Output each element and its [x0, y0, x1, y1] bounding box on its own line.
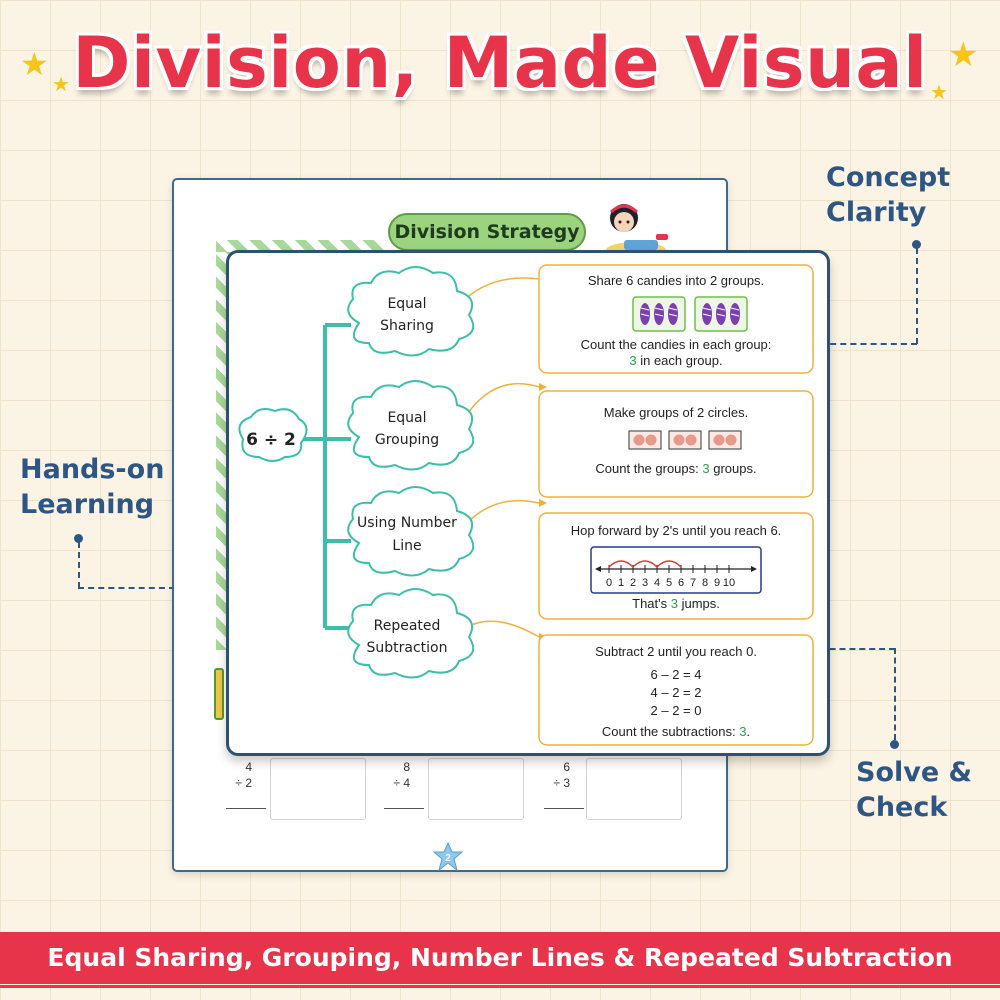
circle-groups — [628, 430, 742, 450]
numberline-result-value: 3 — [670, 596, 678, 611]
arrows — [460, 277, 540, 638]
strategy-tree: 6 ÷ 2 Equal Sharing Equal Grouping Using… — [238, 264, 814, 746]
hands-on-line-2: Learning — [20, 489, 155, 520]
cloud-equal-grouping — [347, 380, 475, 471]
grouping-result-suffix: groups. — [709, 461, 757, 476]
cloud-1-line-1: Equal — [387, 296, 426, 312]
solve-check-line-2: Check — [856, 792, 948, 823]
connector-line — [78, 587, 256, 589]
problem-1-line — [226, 808, 266, 809]
connector-line — [790, 648, 895, 650]
solve-check-line-1: Solve & — [856, 757, 973, 788]
problem-3-line — [544, 808, 584, 809]
number-line-label: 5 — [666, 577, 672, 589]
subtraction-result-suffix: . — [746, 724, 751, 739]
numberline-instruction: Hop forward by 2's until you reach 6. — [570, 523, 782, 538]
grouping-count-text: Count the groups: — [595, 461, 703, 476]
division-strategy-header: Division Strategy — [388, 213, 586, 251]
sharing-result-suffix: in each group. — [636, 353, 723, 368]
concept-clarity-line-1: Concept — [826, 162, 951, 193]
subtraction-result-value: 3 — [739, 724, 747, 739]
star-icon: ★ — [948, 35, 979, 75]
number-line-label: 7 — [690, 577, 696, 589]
root-expression: 6 ÷ 2 — [246, 430, 296, 450]
cloud-2-line-1: Equal — [387, 410, 426, 426]
star-icon: ★ — [52, 72, 70, 96]
numberline-result: That's 3 jumps. — [539, 596, 813, 611]
cloud-2-line-2: Grouping — [375, 432, 439, 448]
problem-2-line — [384, 808, 424, 809]
striped-frame-top — [216, 240, 386, 252]
page-number-star-icon: 2 — [433, 842, 463, 872]
cloud-3-line-1: Using Number — [357, 515, 457, 531]
grouping-result-value: 3 — [702, 461, 710, 476]
answer-box-2[interactable] — [428, 758, 524, 820]
solve-check-label: Solve & Check — [856, 755, 972, 825]
problem-1-divisor: ÷ 2 — [235, 776, 252, 790]
cloud-4-line-2: Subtraction — [367, 640, 448, 656]
subtraction-result: Count the subtractions: 3. — [539, 724, 813, 739]
problem-1-dividend: 4 — [245, 760, 252, 774]
ruler-decoration — [214, 668, 224, 720]
concept-clarity-label: Concept Clarity — [826, 160, 950, 230]
star-icon: ★ — [930, 80, 948, 104]
connector-line — [810, 343, 917, 345]
answer-box-3[interactable] — [586, 758, 682, 820]
sharing-result-value: 3 — [629, 353, 637, 368]
sharing-instruction: Share 6 candies into 2 groups. — [587, 273, 765, 288]
number-line-label: 9 — [714, 577, 720, 589]
number-line-label: 4 — [654, 577, 660, 589]
problem-2-divisor: ÷ 4 — [393, 776, 410, 790]
subtraction-step-2: 4 – 2 = 2 — [650, 685, 702, 700]
connector-line — [916, 248, 918, 344]
subtraction-count-text: Count the subtractions: — [601, 724, 740, 739]
number-line-label: 6 — [678, 577, 684, 589]
connector-dot — [890, 740, 899, 749]
number-line-label: 0 — [606, 577, 612, 589]
cloud-equal-sharing — [347, 266, 475, 357]
banner-underline — [0, 985, 1000, 988]
bottom-banner: Equal Sharing, Grouping, Number Lines & … — [0, 932, 1000, 984]
root-bubble — [238, 408, 308, 462]
number-line-label: 2 — [630, 577, 636, 589]
grouping-instruction: Make groups of 2 circles. — [603, 405, 749, 420]
number-line-label: 10 — [723, 577, 735, 589]
cloud-3-line-2: Line — [392, 538, 421, 554]
subtraction-instruction: Subtract 2 until you reach 0. — [595, 644, 757, 659]
cloud-number-line — [347, 486, 475, 577]
subtraction-step-3: 2 – 2 = 0 — [650, 703, 702, 718]
problem-2-dividend: 8 — [403, 760, 410, 774]
star-icon: ★ — [20, 45, 49, 83]
connector-dot — [74, 534, 83, 543]
tree-branches — [297, 323, 351, 630]
numberline-result-suffix: jumps. — [677, 596, 720, 611]
number-line-label: 3 — [642, 577, 648, 589]
sharing-result: 3 in each group. — [539, 353, 813, 368]
answer-box-1[interactable] — [270, 758, 366, 820]
numberline-count-text: That's — [632, 596, 671, 611]
strategy-card: 6 ÷ 2 Equal Sharing Equal Grouping Using… — [226, 250, 830, 756]
grouping-result: Count the groups: 3 groups. — [539, 461, 813, 476]
candy-group-2 — [694, 296, 748, 332]
cloud-1-line-2: Sharing — [380, 318, 434, 334]
concept-clarity-line-2: Clarity — [826, 197, 927, 228]
box-repeated-subtraction — [538, 634, 814, 746]
problem-3-dividend: 6 — [563, 760, 570, 774]
sharing-count-text: Count the candies in each group: — [580, 337, 772, 352]
subtraction-step-1: 6 – 2 = 4 — [650, 667, 702, 682]
number-line-label: 1 — [618, 577, 624, 589]
cloud-4-line-1: Repeated — [374, 618, 441, 634]
connector-line — [78, 542, 80, 588]
connector-dot — [912, 240, 921, 249]
number-line-label: 8 — [702, 577, 708, 589]
page-title: Division, Made Visual — [72, 22, 928, 104]
cloud-repeated-subtraction — [347, 588, 475, 679]
page-number: 2 — [445, 853, 451, 864]
problem-3-divisor: ÷ 3 — [553, 776, 570, 790]
hands-on-learning-label: Hands-on Learning — [20, 452, 164, 522]
hands-on-line-1: Hands-on — [20, 454, 165, 485]
candy-group-1 — [632, 296, 686, 332]
connector-line — [894, 648, 896, 740]
